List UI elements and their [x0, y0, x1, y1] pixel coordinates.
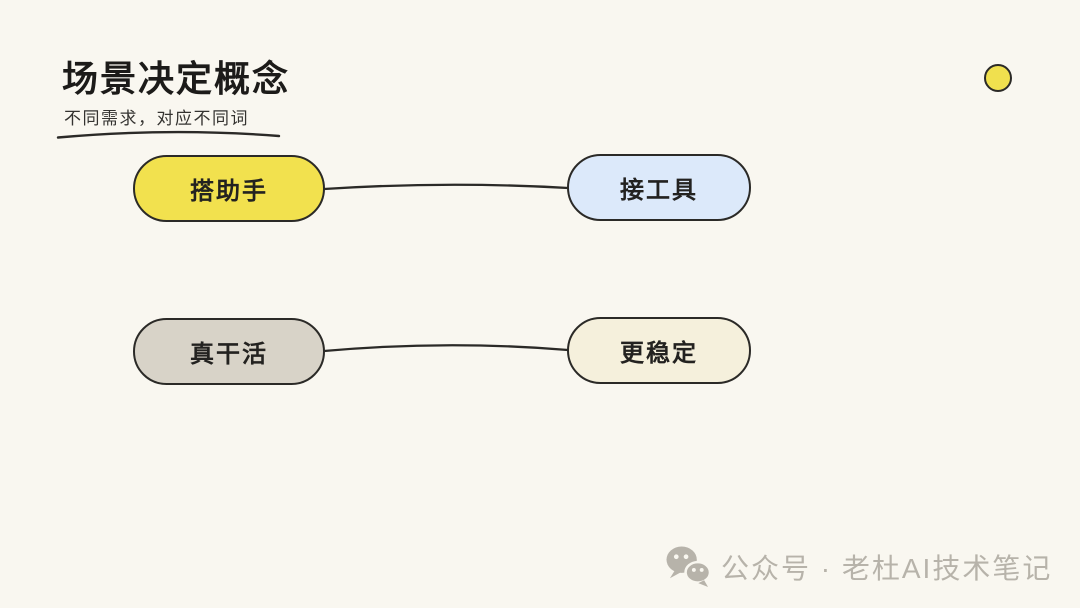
node-label: 搭助手: [190, 178, 268, 205]
decor-dot: [984, 64, 1012, 92]
node-label: 真干活: [190, 341, 268, 368]
page-title: 场景决定概念: [62, 58, 291, 99]
connector-bottom: [322, 344, 570, 353]
node-tool: 接工具: [567, 154, 751, 221]
watermark: 公众号 · 老杜AI技术笔记: [665, 545, 1052, 589]
watermark-text: 公众号 · 老杜AI技术笔记: [721, 553, 1053, 584]
page-subtitle: 不同需求，对应不同词: [64, 109, 249, 128]
node-work: 真干活: [133, 318, 325, 385]
node-label: 接工具: [620, 177, 698, 204]
node-stable: 更稳定: [567, 317, 751, 384]
connector-top: [322, 183, 570, 191]
node-label: 更稳定: [620, 340, 698, 367]
wechat-icon: [666, 546, 712, 588]
node-assistant: 搭助手: [133, 155, 325, 222]
subtitle-underline: [56, 130, 281, 139]
